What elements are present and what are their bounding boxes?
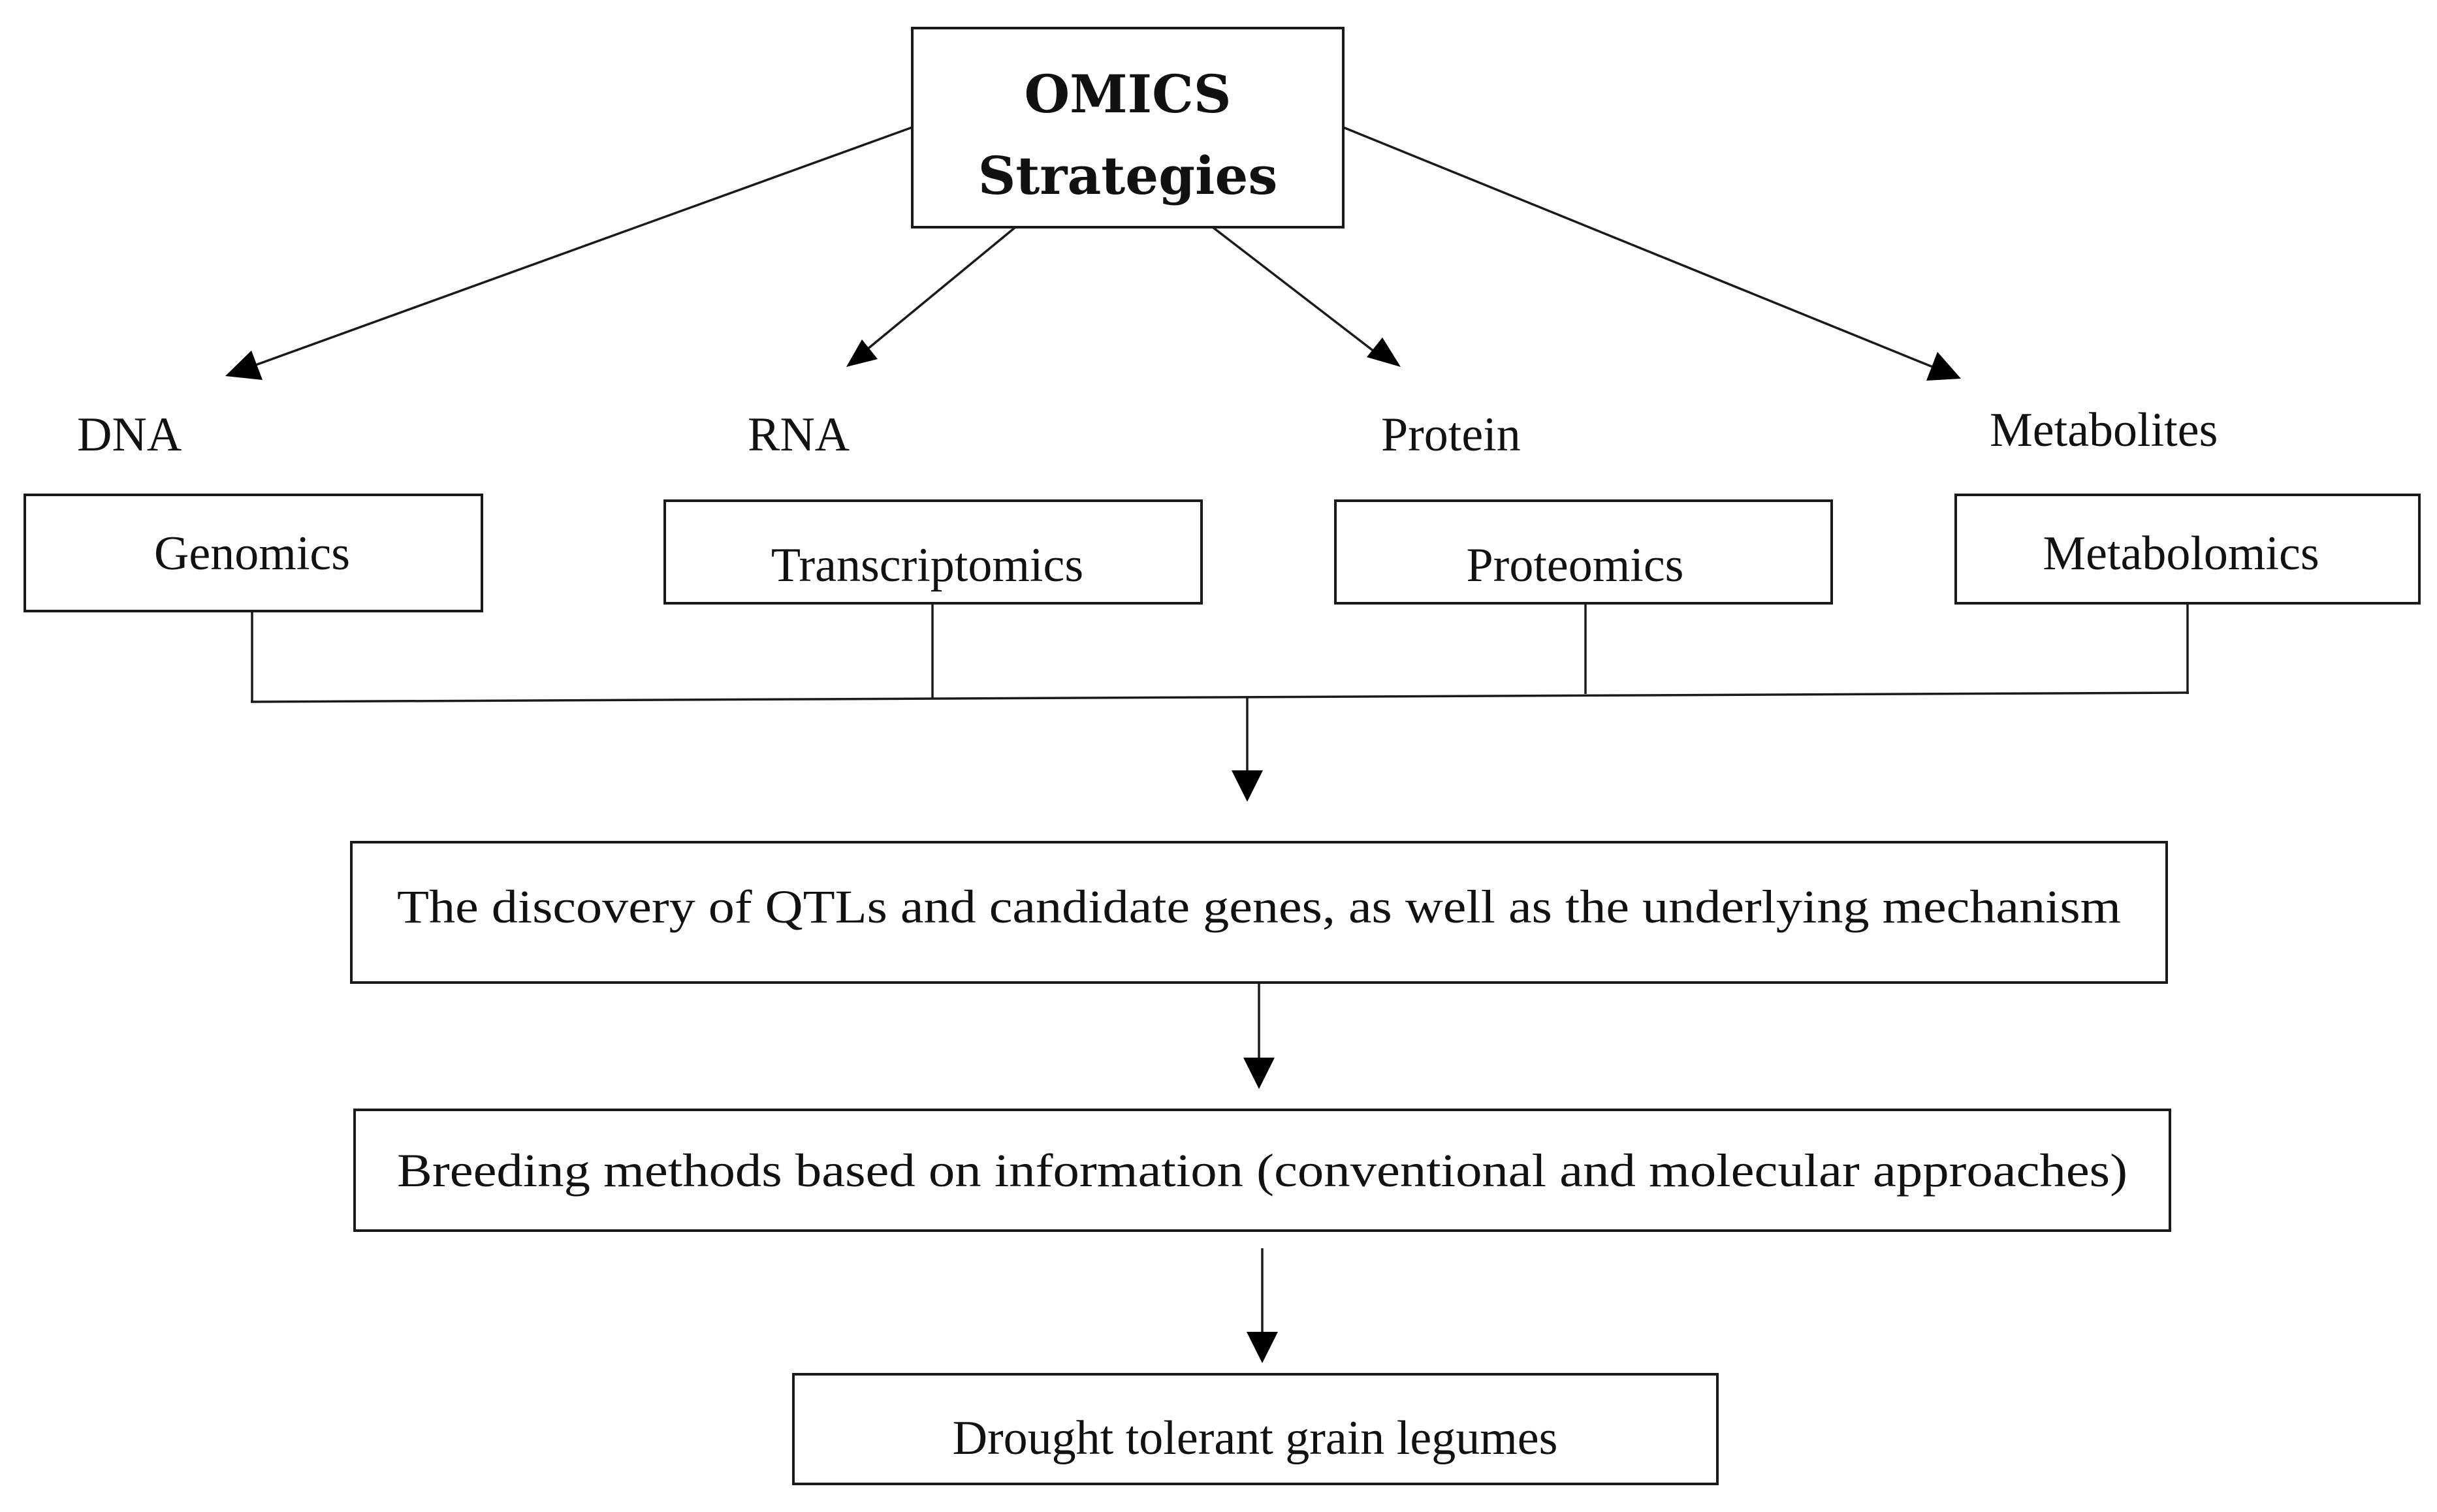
breeding-label: Breeding methods based on information (c… — [397, 1144, 2127, 1197]
discovery-label: The discovery of QTLs and candidate gene… — [397, 881, 2121, 933]
molecule-label-protein: Protein — [1381, 408, 1521, 462]
arrow-head-protein — [1367, 338, 1401, 367]
proteomics-label: Proteomics — [1467, 539, 1684, 592]
molecule-label-rna: RNA — [748, 408, 850, 462]
arrow-head-metabolites — [1926, 352, 1961, 381]
arrow-head-to-breeding — [1243, 1058, 1275, 1089]
discovery-node: The discovery of QTLs and candidate gene… — [350, 841, 2168, 984]
molecule-label-dna: DNA — [77, 408, 182, 462]
transcriptomics-label: Transcriptomics — [771, 539, 1083, 592]
metabolomics-label: Metabolomics — [2043, 527, 2319, 580]
proteomics-box — [1334, 499, 1833, 605]
omics-strategies-box — [911, 27, 1345, 228]
omics-strategies-node: OMICS Strategies — [911, 27, 1345, 228]
molecule-label-metabolites: Metabolites — [1990, 403, 2218, 457]
molecule-labels: DNA RNA Protein Metabolites — [77, 403, 2218, 462]
drought-box — [792, 1373, 1719, 1485]
drought-node: Drought tolerant grain legumes — [792, 1373, 1719, 1485]
arrow-to-protein — [1211, 226, 1381, 357]
title-line-1: OMICS — [1024, 63, 1231, 125]
omics-merge-bracket — [250, 603, 2190, 802]
arrow-to-dna — [244, 126, 913, 370]
arrow-head-dna — [225, 351, 263, 380]
arrow-head-to-drought — [1247, 1332, 1278, 1363]
title-line-2: Strategies — [978, 145, 1278, 206]
arrow-head-to-discovery — [1232, 770, 1263, 802]
arrow-to-rna — [862, 226, 1017, 354]
breeding-node: Breeding methods based on information (c… — [353, 1109, 2171, 1232]
arrow-head-rna — [846, 339, 878, 367]
genomics-box — [24, 494, 483, 612]
breeding-box — [353, 1109, 2171, 1232]
title-to-categories-arrows — [225, 126, 1961, 381]
discovery-box — [350, 841, 2168, 984]
arrow-to-metabolites — [1343, 126, 1935, 369]
genomics-label: Genomics — [154, 527, 350, 580]
merge-line — [250, 691, 2190, 703]
omics-boxes: Genomics Transcriptomics Proteomics Meta… — [24, 494, 2421, 612]
drought-label: Drought tolerant grain legumes — [953, 1411, 1558, 1465]
